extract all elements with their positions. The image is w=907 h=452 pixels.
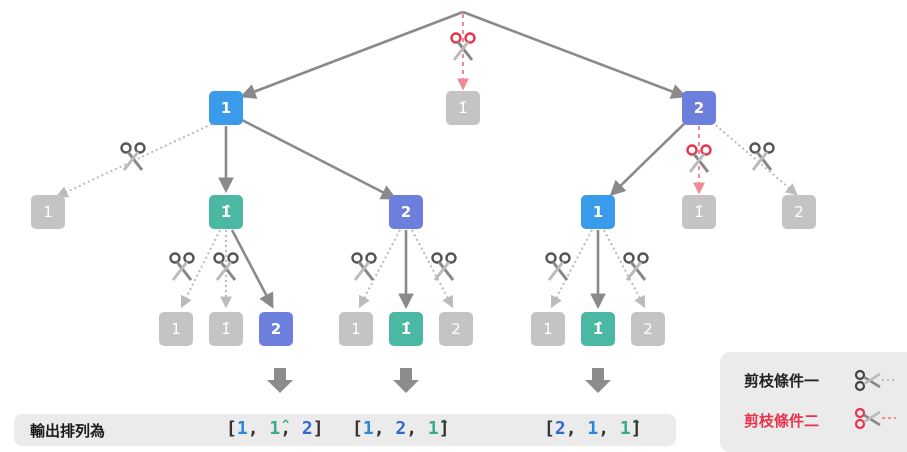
scissors-icon (120, 142, 146, 172)
scissors-icon (854, 407, 896, 430)
tree-node-2-pruned: 2 (782, 195, 816, 229)
scissors-icon (545, 252, 571, 282)
down-arrow-icon (267, 368, 293, 393)
tree-node-1-pruned: 1 (531, 312, 565, 346)
tree-node-2-pruned: 2 (631, 312, 665, 346)
tree-node-1-pruned: 1 (31, 195, 65, 229)
legend (720, 352, 907, 452)
tree-node-1-hat-pruned: 1̂ (446, 91, 480, 125)
legend-rule-2-label: 剪枝條件二 (744, 412, 820, 430)
tree-node-2: 2 (682, 91, 716, 125)
output-permutation-1: [1, 1̂, 2] (226, 418, 324, 439)
tree-node-1-hat: 1̂ (581, 312, 615, 346)
output-bar (14, 414, 676, 446)
tree-node-1-hat-pruned: 1̂ (209, 312, 243, 346)
down-arrow-icon (393, 368, 419, 393)
output-label: 輸出排列為 (30, 422, 106, 440)
tree-node-1-hat: 1̂ (209, 195, 243, 229)
output-permutation-3: [2, 1, 1̂] (544, 418, 642, 439)
tree-node-1-pruned: 1 (159, 312, 193, 346)
scissors-icon (854, 369, 896, 392)
tree-node-1-pruned: 1 (339, 312, 373, 346)
down-arrow-icon (585, 368, 611, 393)
tree-node-1: 1 (209, 91, 243, 125)
output-permutation-2: [1, 2, 1̂] (352, 418, 450, 439)
scissors-icon (351, 252, 377, 282)
tree-node-2-pruned: 2 (439, 312, 473, 346)
tree-node-2: 2 (389, 195, 423, 229)
tree-node-2: 2 (259, 312, 293, 346)
legend-icons (854, 369, 896, 430)
scissors-icon (169, 252, 195, 282)
tree-node-1: 1 (581, 195, 615, 229)
tree-node-1-hat-pruned: 1̂ (682, 195, 716, 229)
tree-edges (55, 10, 798, 310)
legend-rule-1-label: 剪枝條件一 (744, 372, 820, 390)
tree-node-1-hat: 1̂ (389, 312, 423, 346)
